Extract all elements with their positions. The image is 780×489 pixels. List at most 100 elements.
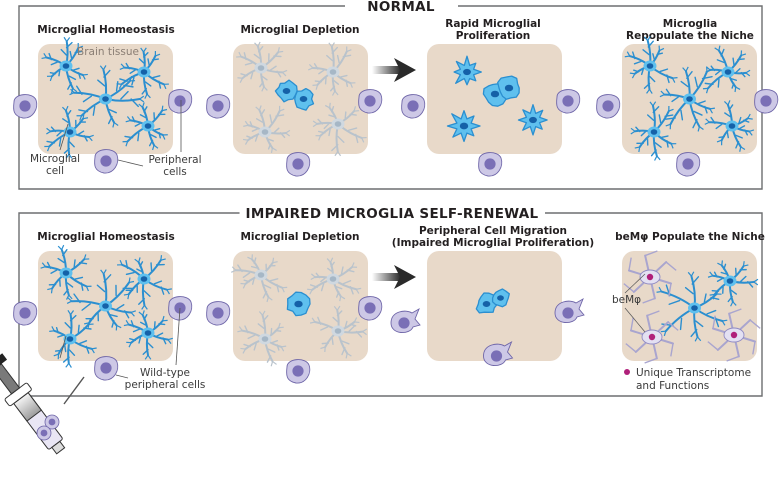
surviving-microglia [286,291,311,317]
depleted-microglia [242,105,291,153]
peripheral-cell [554,297,585,323]
panel-migration: Peripheral Cell Migration(Impaired Micro… [392,225,594,366]
leader-line [59,123,69,151]
panel-title: beMφ Populate the Niche [615,231,765,243]
panel-homeostasis: Microglial Homeostasis [37,231,175,368]
microglial-cell [41,36,88,94]
panel-title: (Impaired Microglial Proliferation) [392,237,594,249]
migrating-peripheral-cell [483,340,514,366]
leader-line [117,159,144,167]
impaired-section: IMPAIRED MICROGLIA SELF-RENEWAL Microgli… [13,205,765,397]
progression-arrow [372,265,416,289]
section-title-background [239,205,545,223]
wild-type-label: Wild-type [140,367,190,379]
panel-bemphi: beMφ Populate the Niche [615,231,765,364]
peripheral-cell [13,301,38,326]
proliferating-microglia [517,104,548,136]
panel-title: Microglial Homeostasis [37,24,174,36]
depleted-microglia [237,310,287,367]
microglial-cell-label: Microglial [30,153,80,165]
panel-depletion: Microglial Depletion [230,231,368,367]
peripheral-cell [358,89,383,114]
peripheral-cell [596,94,621,119]
normal-section-title: NORMAL [367,0,435,15]
impaired-section-title: IMPAIRED MICROGLIA SELF-RENEWAL [246,206,539,222]
microglial-cell-label: cell [46,165,64,177]
microglial-cell [630,101,677,161]
leader-line [624,307,646,333]
panel-title: Microglial Homeostasis [37,231,174,243]
peripheral-cell [754,89,779,114]
microglial-cell [123,310,173,360]
depleted-microglia [309,305,368,359]
panel-title: Repopulate the Niche [626,30,754,42]
impaired-frame [18,212,763,397]
peripheral-cell [94,149,119,174]
panel-title: Rapid Microglial [445,18,541,30]
syringe-icon [0,353,85,455]
progression-arrow [372,58,416,82]
microglial-cell [624,36,678,94]
bemphi-cell [625,310,679,364]
microglial-cell [117,255,172,310]
depleted-microglia [307,257,362,302]
panel-title: Proliferation [456,30,531,42]
leader-line [175,307,181,366]
microglial-cell [40,244,92,300]
peripheral-cell [401,94,426,119]
microglial-cell [659,66,715,132]
microglial-cell [116,47,169,99]
microglial-cell [656,271,728,342]
peripheral-cell [206,301,231,326]
depleted-microglia [308,42,356,96]
peripheral-cell [390,307,421,333]
bemphi-label: beMφ [612,294,641,306]
bemphi-cell [707,308,761,362]
depleted-microglia [230,254,288,303]
peripheral-cell [556,89,581,114]
legend-label: Unique Transcriptome [636,367,751,379]
panel-title: Microglia [663,18,717,30]
wild-type-label: peripheral cells [125,379,206,391]
surviving-microglia [294,87,315,111]
dividing-microglia [497,75,520,100]
surviving-microglia [274,79,298,103]
legend-dot-icon [624,369,630,375]
normal-frame [18,5,763,190]
peripheral-cell [676,152,701,177]
bemphi-cell [623,250,677,304]
proliferating-microglia [453,55,482,86]
peripheral-cells-label: Peripheral [148,154,201,166]
normal-section: NORMAL Microglial Homeostasis Microglial … [13,0,779,190]
peripheral-cell [168,89,193,114]
microglial-cell [44,105,94,159]
peripheral-cell [286,152,311,177]
depleted-microglia [312,102,367,157]
peripheral-cells-label: cells [163,166,187,178]
microglial-cell [66,269,137,331]
microglial-cell [704,100,755,152]
leader-line [624,273,646,294]
depleted-microglia [236,41,288,92]
panel-title: Microglial Depletion [240,24,359,36]
section-title-background [361,0,441,16]
leader-line [59,335,67,359]
legend-label: and Functions [636,380,709,392]
peripheral-cell [94,356,119,381]
peripheral-cell [478,152,503,177]
peripheral-cell [358,296,383,321]
panel-depletion: Microglial Depletion [233,24,368,157]
proliferating-microglia [446,110,481,143]
peripheral-cell [286,359,311,384]
microglial-cell [702,45,751,94]
peripheral-cell [13,94,38,119]
syringe-cell-icon [36,414,60,441]
brain-tissue-label: Brain tissue [77,46,139,58]
panel-title: Microglial Depletion [240,231,359,243]
panel-title: Peripheral Cell Migration [419,225,567,237]
dividing-microglia [491,288,510,308]
microglial-cell [707,260,759,307]
